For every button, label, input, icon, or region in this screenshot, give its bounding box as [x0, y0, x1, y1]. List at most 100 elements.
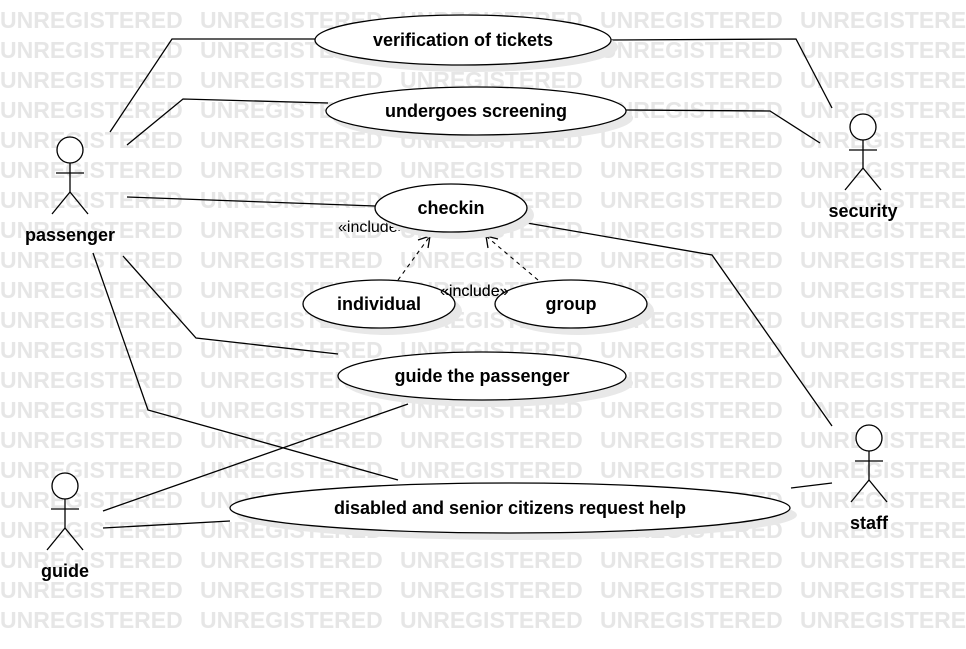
- use-case-group[interactable]: group: [494, 279, 654, 335]
- line-guide-disabled-help: [102, 520, 231, 529]
- stick-figure-icon: [51, 136, 89, 215]
- line-security-verification: [609, 38, 833, 109]
- line-passenger-guide-passenger: [122, 255, 339, 355]
- line-staff-checkin: [526, 222, 833, 427]
- use-case-individual[interactable]: individual: [302, 279, 462, 335]
- line-passenger-screening: [126, 98, 329, 146]
- watermark-text: UNREGISTERED: [200, 577, 383, 603]
- line-security-screening: [624, 109, 821, 144]
- watermark-text: UNREGISTERED: [600, 457, 783, 483]
- line-staff-disabled-help: [790, 482, 833, 489]
- actor-label: passenger: [25, 225, 115, 245]
- watermark-text: UNREGISTERED: [200, 397, 383, 423]
- watermark-text: UNREGISTERED: [800, 337, 966, 363]
- include-arrow-group: [485, 235, 539, 281]
- watermark-text: UNREGISTERED: [400, 577, 583, 603]
- watermark-text: UNREGISTERED: [600, 37, 783, 63]
- watermark-text: UNREGISTERED: [400, 157, 583, 183]
- watermark-text: UNREGISTERED: [0, 217, 183, 243]
- watermark-text: UNREGISTERED: [800, 7, 966, 33]
- watermark-text: UNREGISTERED: [0, 367, 183, 393]
- actor-label: staff: [850, 513, 889, 533]
- stick-figure-icon: [46, 472, 84, 551]
- include-label-group-overlay: «include»: [440, 283, 509, 300]
- watermark-text: UNREGISTERED: [800, 247, 966, 273]
- watermark-text: UNREGISTERED: [200, 547, 383, 573]
- watermark-text: UNREGISTERED: [800, 367, 966, 393]
- watermark-text: UNREGISTERED: [0, 547, 183, 573]
- watermark-text: UNREGISTERED: [200, 457, 383, 483]
- watermark-text: UNREGISTERED: [600, 397, 783, 423]
- watermark-text: UNREGISTERED: [800, 307, 966, 333]
- use-case-disabled-help[interactable]: disabled and senior citizens request hel…: [229, 482, 797, 540]
- watermark-text: UNREGISTERED: [0, 187, 183, 213]
- watermark-text: UNREGISTERED: [0, 427, 183, 453]
- use-case-label: checkin: [417, 198, 484, 218]
- watermark-text: UNREGISTERED: [0, 397, 183, 423]
- watermark-text: UNREGISTERED: [600, 337, 783, 363]
- watermark-text: UNREGISTERED: [800, 547, 966, 573]
- watermark-text: UNREGISTERED: [600, 7, 783, 33]
- actor-staff[interactable]: staff: [850, 424, 889, 533]
- watermark-text: UNREGISTERED: [200, 247, 383, 273]
- use-case-verification[interactable]: verification of tickets: [314, 14, 618, 72]
- watermark-text: UNREGISTERED: [800, 37, 966, 63]
- watermark-text: UNREGISTERED: [200, 127, 383, 153]
- watermark-text: UNREGISTERED: [800, 487, 966, 513]
- watermark-text: UNREGISTERED: [800, 427, 966, 453]
- watermark-text: UNREGISTERED: [0, 247, 183, 273]
- watermark-text: UNREGISTERED: [0, 517, 183, 543]
- actor-passenger[interactable]: passenger: [25, 136, 115, 245]
- watermark-text: UNREGISTERED: [200, 157, 383, 183]
- watermark-text: UNREGISTERED: [0, 97, 183, 123]
- watermark-text: UNREGISTERED: [800, 97, 966, 123]
- use-case-checkin[interactable]: checkin: [374, 183, 534, 239]
- watermark-text: UNREGISTERED: [600, 427, 783, 453]
- use-case-screening[interactable]: undergoes screening: [325, 86, 633, 142]
- watermark-text: UNREGISTERED: [200, 67, 383, 93]
- watermark-text: UNREGISTERED: [600, 67, 783, 93]
- watermark-text: UNREGISTERED: [600, 547, 783, 573]
- watermark-text: UNREGISTERED: [800, 397, 966, 423]
- watermark-text: UNREGISTERED: [600, 607, 783, 633]
- watermark-text: UNREGISTERED: [0, 67, 183, 93]
- watermark-text: UNREGISTERED: [800, 67, 966, 93]
- watermark-text: UNREGISTERED: [800, 517, 966, 543]
- watermark-text: UNREGISTERED: [0, 577, 183, 603]
- watermark-text: UNREGISTERED: [800, 577, 966, 603]
- stick-figure-icon: [844, 113, 882, 191]
- watermark-text: UNREGISTERED: [600, 217, 783, 243]
- actor-label: guide: [41, 561, 89, 581]
- use-case-label: group: [546, 294, 597, 314]
- watermark-text: UNREGISTERED: [200, 607, 383, 633]
- line-passenger-disabled-help: [92, 252, 399, 481]
- actor-guide[interactable]: guide: [41, 472, 89, 581]
- use-case-label: undergoes screening: [385, 101, 567, 121]
- watermark-text: UNREGISTERED: [400, 547, 583, 573]
- watermark-text: UNREGISTERED: [0, 277, 183, 303]
- watermark-text: UNREGISTERED: [0, 37, 183, 63]
- watermark-text: UNREGISTERED: [0, 487, 183, 513]
- watermark-text: UNREGISTERED: [400, 607, 583, 633]
- line-guide-guide-passenger: [102, 403, 409, 512]
- line-passenger-verification: [109, 38, 316, 133]
- watermark-text: UNREGISTERED: [800, 277, 966, 303]
- actor-security[interactable]: security: [828, 113, 898, 221]
- watermark-text: UNREGISTERED: [600, 157, 783, 183]
- watermark-text: UNREGISTERED: [400, 427, 583, 453]
- stick-figure-icon: [850, 424, 888, 503]
- watermark-text: UNREGISTERED: [600, 127, 783, 153]
- associations: [92, 38, 833, 529]
- watermark-text: UNREGISTERED: [200, 427, 383, 453]
- use-case-guide-passenger[interactable]: guide the passenger: [337, 351, 633, 407]
- watermark-text: UNREGISTERED: [0, 7, 183, 33]
- use-case-label: guide the passenger: [394, 366, 569, 386]
- include-arrow-individual: [397, 235, 431, 281]
- watermark-text: UNREGISTERED: [800, 127, 966, 153]
- watermark-text: UNREGISTERED: [200, 187, 383, 213]
- watermark-text: UNREGISTERED: [400, 247, 583, 273]
- watermark-text: UNREGISTERED: [0, 157, 183, 183]
- watermark-text: UNREGISTERED: [800, 607, 966, 633]
- watermark-text: UNREGISTERED: [800, 187, 966, 213]
- include-label-group: «include»: [440, 283, 509, 300]
